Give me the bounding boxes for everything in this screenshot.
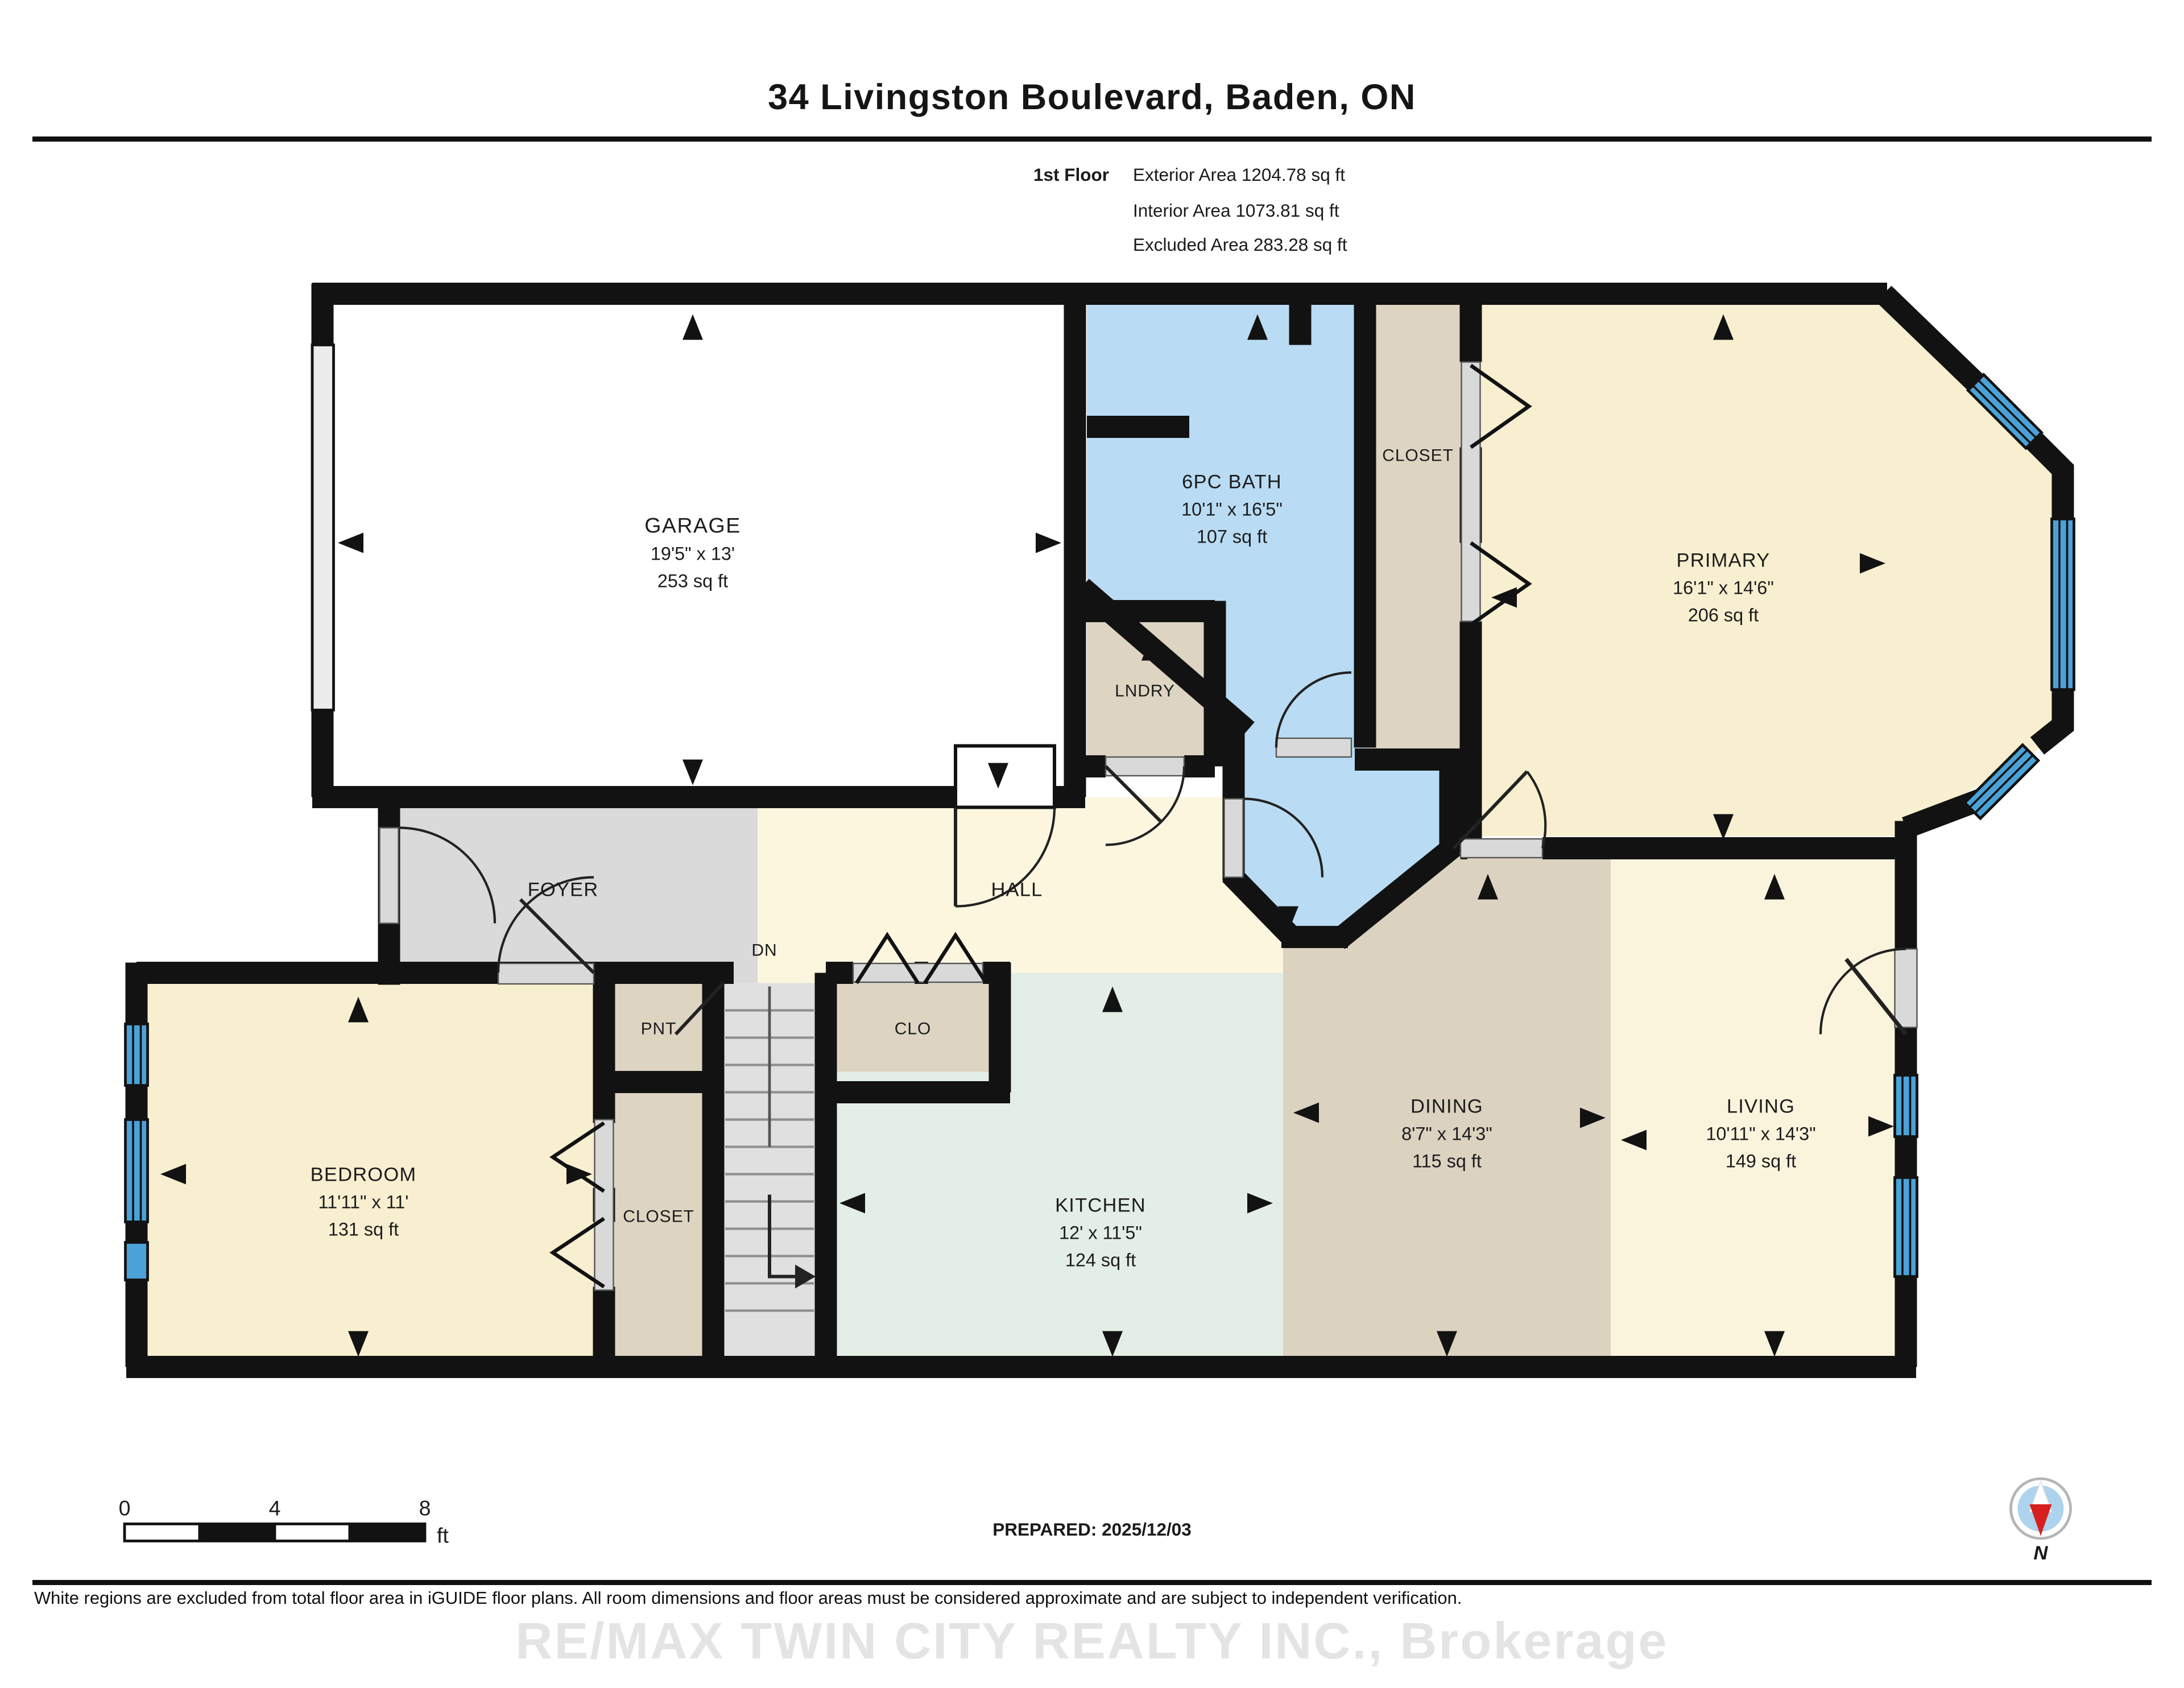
- pantry-door: [674, 982, 725, 1036]
- windows: [124, 344, 2075, 1281]
- bedroom-closet-label: CLOSET: [623, 1207, 694, 1226]
- page-title: 34 Livingston Boulevard, Baden, ON: [768, 78, 1416, 118]
- excluded-area: Excluded Area 283.28 sq ft: [1133, 235, 1347, 256]
- room-bath: [1087, 304, 1440, 932]
- room-primary-closet: [1365, 304, 1471, 760]
- svg-text:124 sq ft: 124 sq ft: [1065, 1250, 1136, 1270]
- stairs-down-arrow: [795, 1264, 816, 1289]
- scale-unit: ft: [437, 1523, 449, 1547]
- primary-closet-label: CLOSET: [1382, 446, 1453, 465]
- room-foyer: [399, 797, 758, 983]
- svg-text:4: 4: [269, 1496, 281, 1520]
- clo-label: CLO: [895, 1019, 931, 1038]
- compass-n-label: N: [2033, 1544, 2048, 1565]
- dimension-arrows: [160, 314, 1894, 1357]
- doors: [379, 361, 1918, 1291]
- bath-label: 6PC BATH: [1182, 471, 1282, 493]
- living-windows: [1893, 1074, 1918, 1278]
- room-bedroom-closet: [614, 1092, 703, 1367]
- svg-text:206 sq ft: 206 sq ft: [1688, 605, 1759, 625]
- disclaimer-text: White regions are excluded from total fl…: [34, 1590, 1462, 1609]
- garage-label: GARAGE: [644, 513, 741, 537]
- foyer-label: FOYER: [528, 879, 599, 900]
- stairs: [725, 986, 816, 1312]
- garage-door: [954, 744, 1056, 809]
- interior-area: Interior Area 1073.81 sq ft: [1133, 200, 1339, 221]
- svg-text:16'1" x 14'6": 16'1" x 14'6": [1673, 577, 1774, 598]
- svg-text:12' x 11'5": 12' x 11'5": [1059, 1222, 1142, 1243]
- exterior-area: Exterior Area 1204.78 sq ft: [1133, 166, 1345, 186]
- svg-text:107 sq ft: 107 sq ft: [1197, 526, 1267, 547]
- room-living: [1611, 848, 1906, 1367]
- room-garage: [333, 304, 1065, 797]
- svg-text:10'1" x 16'5": 10'1" x 16'5": [1181, 499, 1283, 519]
- laundry-label: LNDRY: [1115, 681, 1175, 700]
- dn-label: DN: [751, 941, 777, 959]
- brokerage-watermark: RE/MAX TWIN CITY REALTY INC., Brokerage: [515, 1614, 1669, 1670]
- svg-text:8'7" x 14'3": 8'7" x 14'3": [1401, 1123, 1492, 1144]
- svg-text:0: 0: [119, 1496, 131, 1520]
- bedroom-windows: [124, 1023, 149, 1281]
- compass-needle-north: [2029, 1504, 2052, 1536]
- room-labels: GARAGE 19'5" x 13' 253 sq ft 6PC BATH 10…: [311, 446, 1816, 1270]
- svg-text:10'11" x 14'3": 10'11" x 14'3": [1706, 1123, 1815, 1144]
- compass-icon: [2009, 1477, 2072, 1540]
- pantry-label: PNT: [641, 1019, 677, 1038]
- bay-windows: [1962, 373, 2075, 821]
- primary-label: PRIMARY: [1677, 549, 1771, 571]
- bedroom-closet-doors: [594, 1119, 614, 1291]
- svg-text:11'11" x 11': 11'11" x 11': [318, 1191, 409, 1212]
- svg-text:8: 8: [419, 1496, 431, 1520]
- laundry-door: [1105, 756, 1185, 777]
- scale-bar: 0 4 8 ft: [119, 1496, 449, 1547]
- dining-label: DINING: [1410, 1095, 1483, 1117]
- hall-label: HALL: [991, 879, 1043, 900]
- bath-door: [1223, 798, 1244, 878]
- garage-window: [311, 344, 335, 711]
- prepared-date: PREPARED: 2025/12/03: [992, 1520, 1192, 1541]
- floor-label: 1st Floor: [1033, 166, 1109, 186]
- bedroom-door: [497, 962, 595, 985]
- kitchen-label: KITCHEN: [1055, 1194, 1146, 1216]
- svg-text:131 sq ft: 131 sq ft: [328, 1219, 399, 1239]
- primary-closet-doors: [1461, 361, 1481, 622]
- bath-inner-door: [1275, 737, 1352, 758]
- room-primary: [1481, 304, 2063, 837]
- svg-text:149 sq ft: 149 sq ft: [1726, 1151, 1796, 1171]
- bedroom-label: BEDROOM: [311, 1164, 417, 1185]
- footer-divider: [32, 1580, 2152, 1586]
- svg-text:19'5" x 13': 19'5" x 13': [651, 543, 735, 564]
- room-bedroom: [147, 973, 604, 1367]
- primary-door: [1459, 838, 1544, 859]
- room-clo: [836, 983, 990, 1072]
- header-divider: [32, 136, 2152, 142]
- living-label: LIVING: [1727, 1095, 1795, 1117]
- front-door: [379, 827, 399, 924]
- clo-doors: [852, 962, 984, 983]
- svg-text:115 sq ft: 115 sq ft: [1412, 1151, 1482, 1171]
- living-door: [1894, 948, 1918, 1028]
- svg-text:253 sq ft: 253 sq ft: [657, 570, 728, 591]
- room-pantry: [614, 983, 703, 1072]
